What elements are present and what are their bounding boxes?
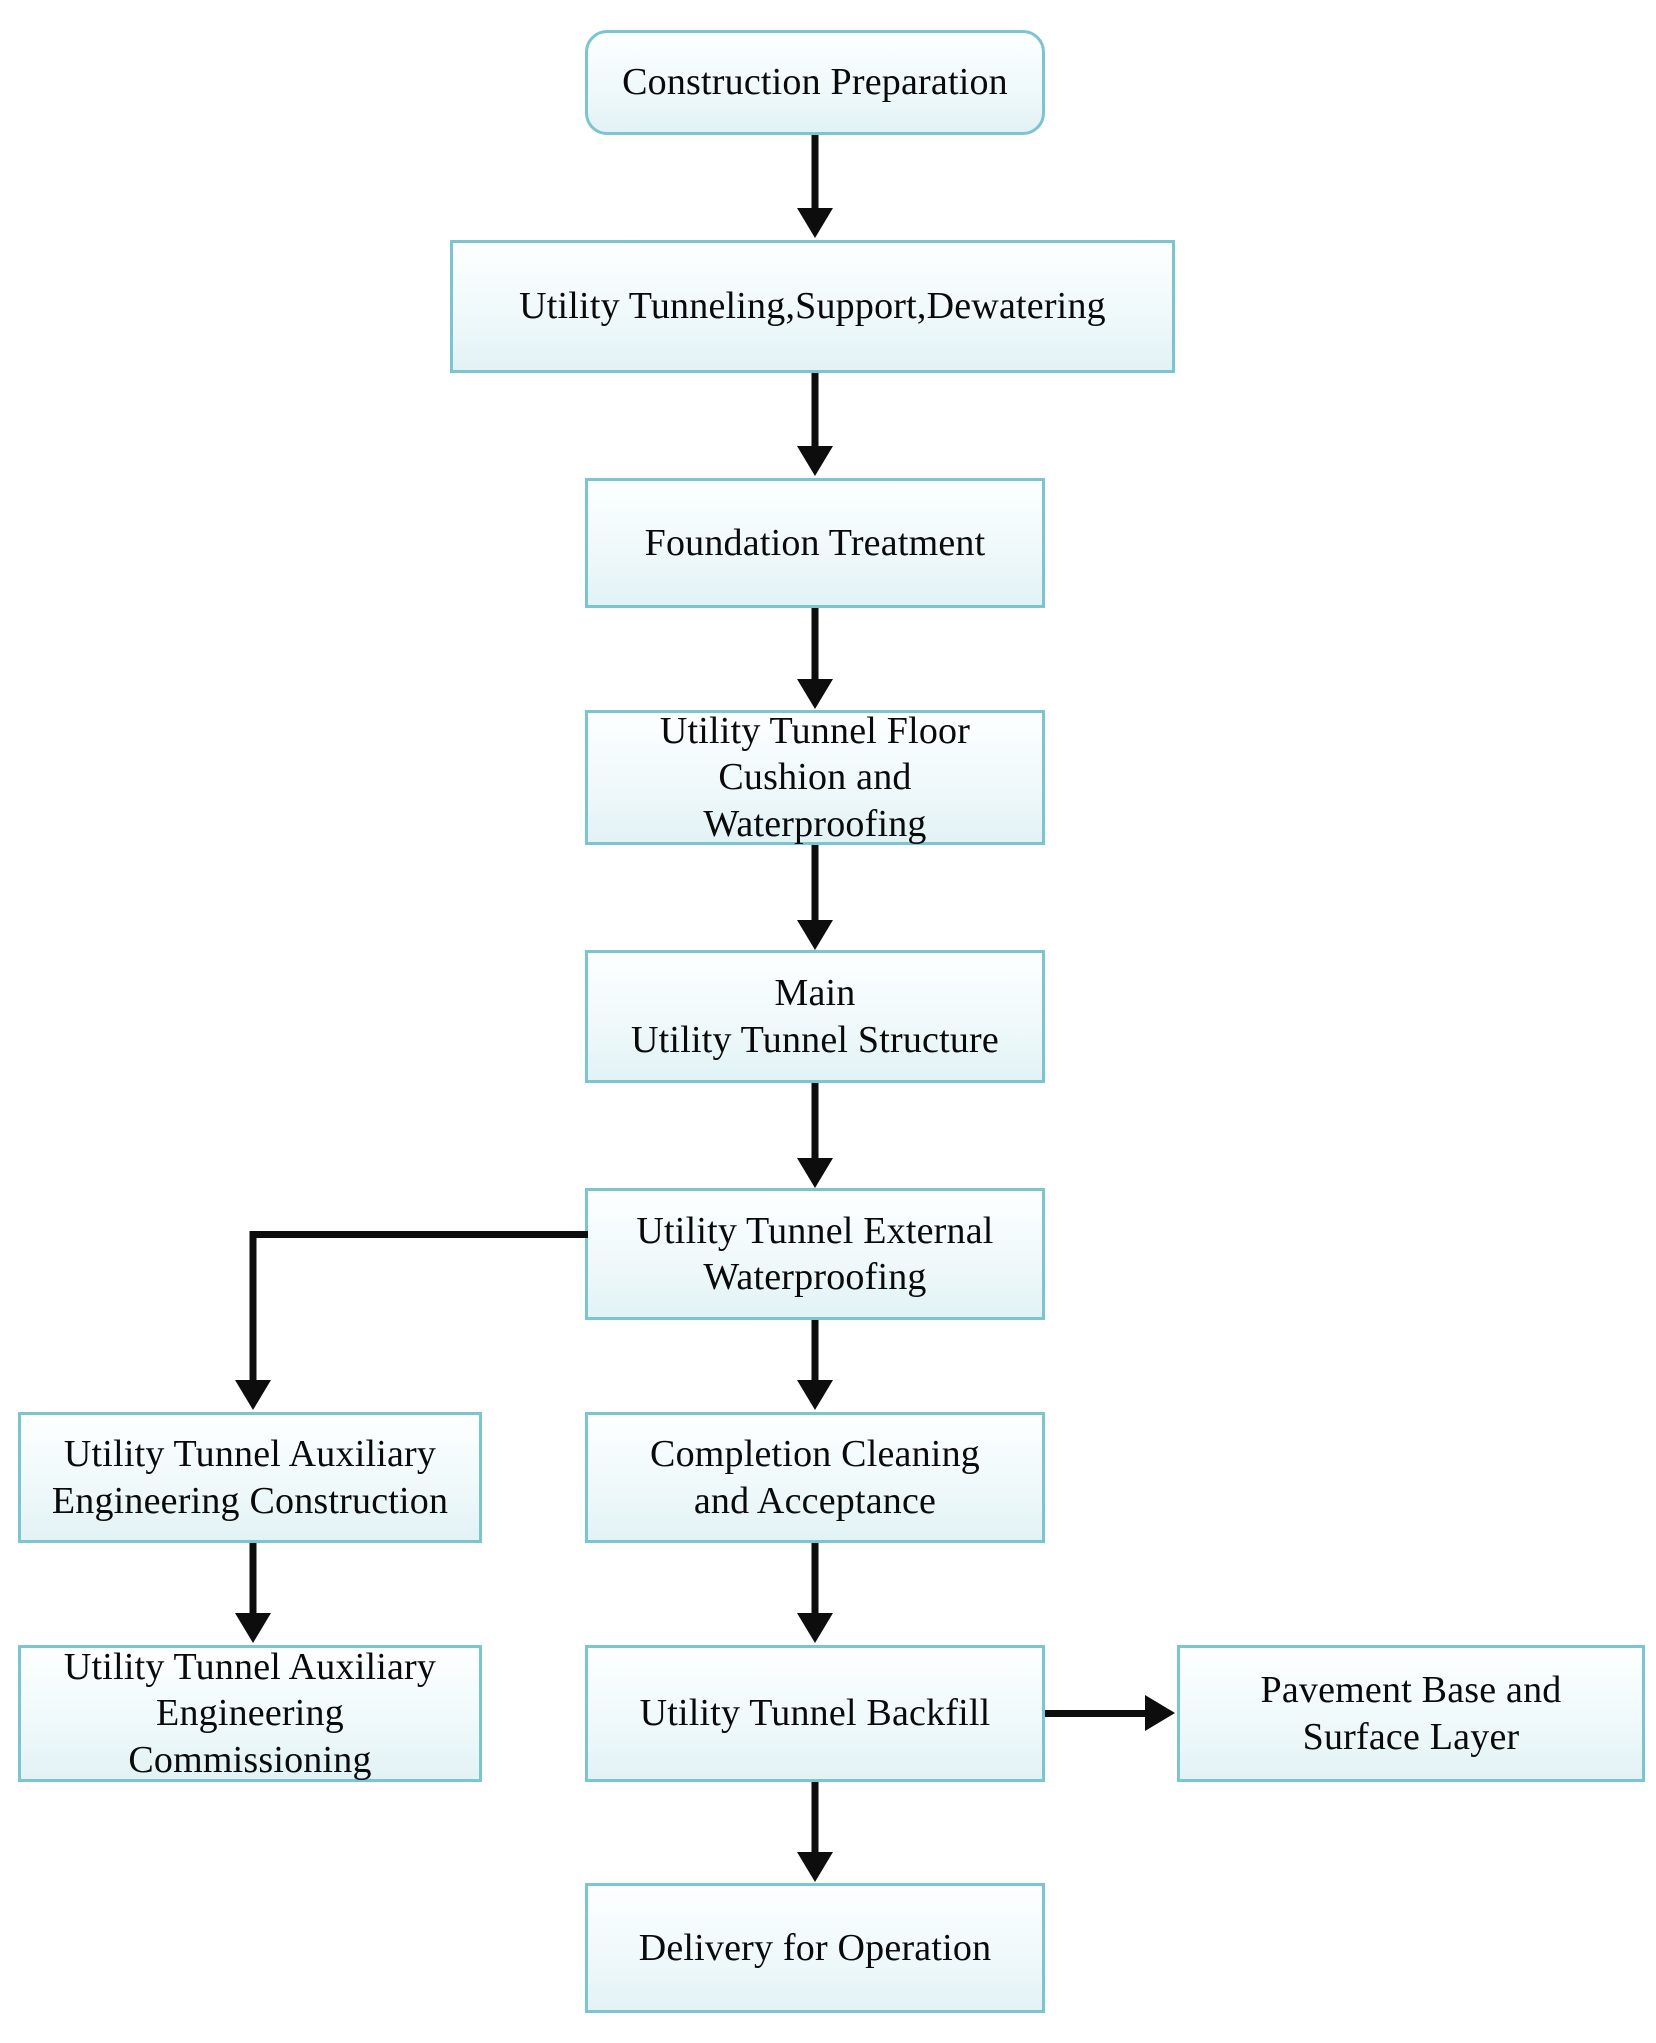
edge-line-n10-n12 (811, 1782, 819, 1854)
edge-arrowhead-n6-n7 (235, 1380, 271, 1410)
edge-line-n7-n9 (249, 1543, 257, 1615)
node-external-waterproofing[interactable]: Utility Tunnel External Waterproofing (585, 1188, 1045, 1320)
edge-line-n10-n11 (1045, 1710, 1147, 1717)
node-floor-cushion-waterproofing[interactable]: Utility Tunnel Floor Cushion and Waterpr… (585, 710, 1045, 845)
edge-arrowhead-n8-n10 (797, 1613, 833, 1643)
node-delivery-for-operation[interactable]: Delivery for Operation (585, 1883, 1045, 2013)
edge-arrowhead-n7-n9 (235, 1613, 271, 1643)
edge-line-n6-n7-vertical (249, 1231, 257, 1383)
edge-line-n3-n4 (811, 608, 819, 682)
node-utility-tunnel-backfill[interactable]: Utility Tunnel Backfill (585, 1645, 1045, 1782)
node-label: Utility Tunnel External Waterproofing (636, 1209, 994, 1298)
node-construction-preparation[interactable]: Construction Preparation (585, 30, 1045, 135)
edge-line-n5-n6 (811, 1083, 819, 1161)
node-label: Delivery for Operation (638, 1926, 992, 1969)
node-label: Utility Tunnel Floor Cushion and Waterpr… (659, 709, 971, 845)
node-label: Utility Tunneling,Support,Dewatering (519, 285, 1106, 328)
edge-arrowhead-n4-n5 (797, 920, 833, 950)
node-auxiliary-engineering-construction[interactable]: Utility Tunnel Auxiliary Engineering Con… (18, 1412, 482, 1543)
edge-line-n6-n7-horizontal (250, 1231, 588, 1238)
node-label: Utility Tunnel Backfill (639, 1692, 991, 1735)
node-utility-tunneling-support-dewatering[interactable]: Utility Tunneling,Support,Dewatering (450, 240, 1175, 373)
edge-arrowhead-n1-n2 (797, 208, 833, 238)
node-completion-cleaning-acceptance[interactable]: Completion Cleaning and Acceptance (585, 1412, 1045, 1543)
edge-arrowhead-n10-n11 (1145, 1695, 1175, 1731)
node-label: Construction Preparation (622, 61, 1008, 104)
edge-line-n6-n8 (811, 1320, 819, 1382)
edge-arrowhead-n5-n6 (797, 1158, 833, 1188)
edge-line-n1-n2 (811, 135, 819, 211)
node-label: Completion Cleaning and Acceptance (650, 1433, 980, 1522)
node-label: Utility Tunnel Auxiliary Engineering Con… (51, 1433, 449, 1522)
edge-arrowhead-n6-n8 (797, 1380, 833, 1410)
edge-arrowhead-n10-n12 (797, 1852, 833, 1882)
edge-arrowhead-n2-n3 (797, 446, 833, 476)
node-main-utility-tunnel-structure[interactable]: Main Utility Tunnel Structure (585, 950, 1045, 1083)
edge-line-n2-n3 (811, 373, 819, 449)
node-label: Utility Tunnel Auxiliary Engineering Com… (63, 1645, 437, 1781)
node-pavement-base-surface-layer[interactable]: Pavement Base and Surface Layer (1177, 1645, 1645, 1782)
edge-line-n4-n5 (811, 845, 819, 923)
edge-arrowhead-n3-n4 (797, 679, 833, 709)
node-label: Foundation Treatment (644, 521, 986, 564)
edge-line-n8-n10 (811, 1543, 819, 1615)
node-label: Pavement Base and Surface Layer (1260, 1669, 1562, 1758)
node-foundation-treatment[interactable]: Foundation Treatment (585, 478, 1045, 608)
node-label: Main Utility Tunnel Structure (631, 972, 999, 1061)
node-auxiliary-engineering-commissioning[interactable]: Utility Tunnel Auxiliary Engineering Com… (18, 1645, 482, 1782)
